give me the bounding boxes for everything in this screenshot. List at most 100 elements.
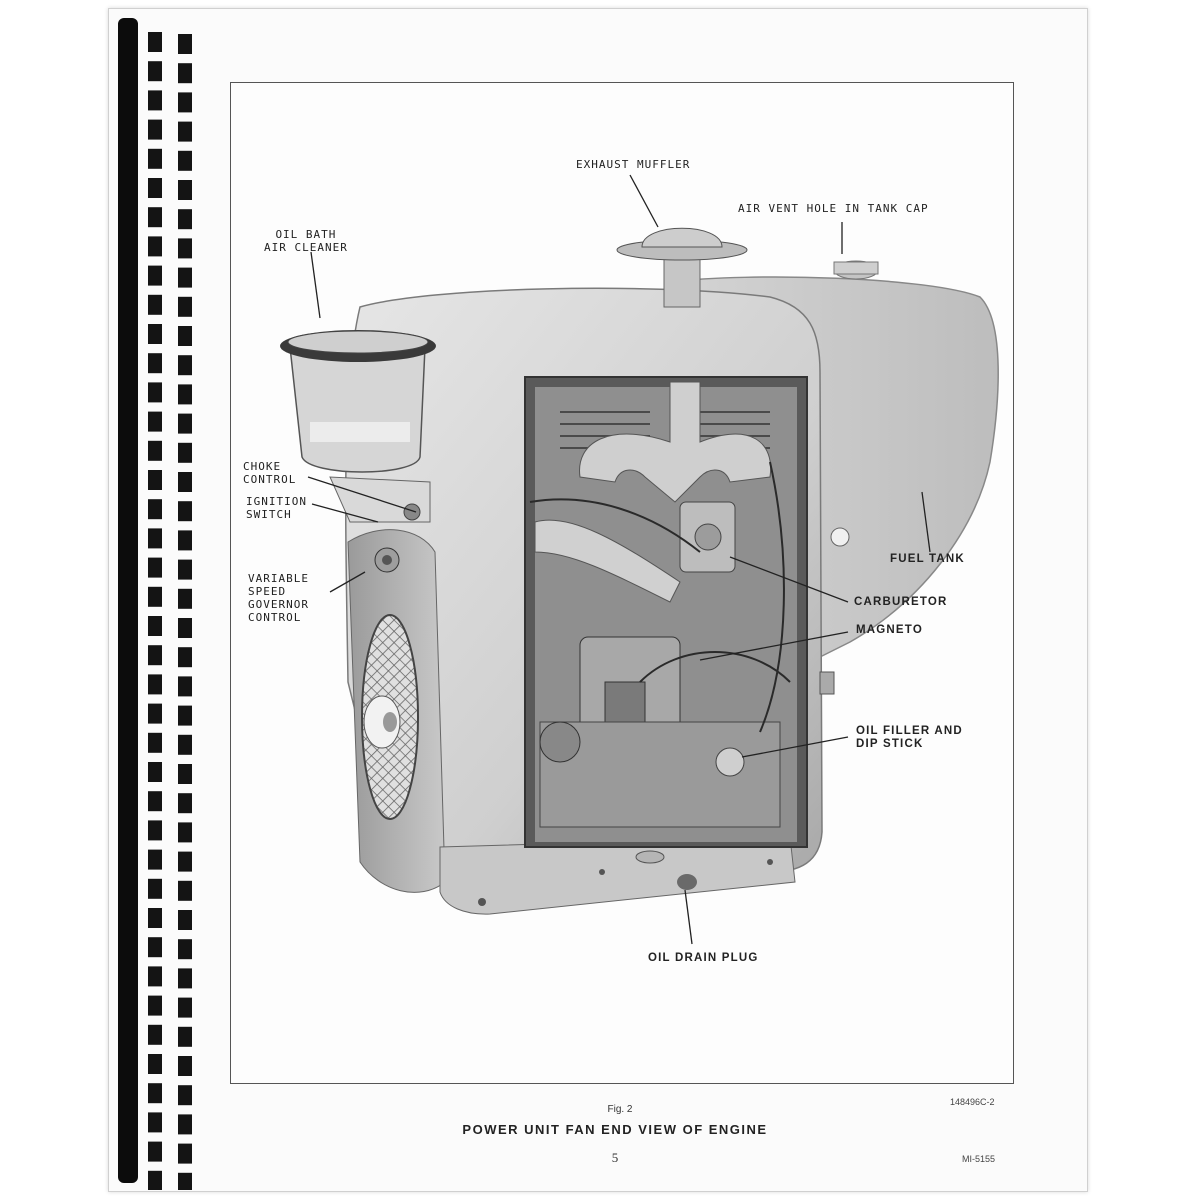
- binding-tooth: [148, 32, 162, 52]
- binding-tooth: [148, 119, 162, 140]
- callout-air-vent-hole: AIR VENT HOLE IN TANK CAP: [738, 202, 929, 215]
- binding-tooth: [178, 997, 192, 1018]
- binding-tooth: [178, 150, 192, 171]
- binding-tooth: [178, 764, 192, 784]
- binding-tooth: [148, 878, 162, 899]
- binding-tooth: [178, 939, 192, 960]
- binding-tooth: [178, 1056, 192, 1076]
- binding-tooth: [178, 34, 192, 54]
- binding-tooth: [178, 413, 192, 434]
- binding-tooth: [148, 382, 162, 403]
- figure-code: 148496C-2: [950, 1097, 995, 1107]
- engine-illustration: [280, 174, 999, 945]
- binding-tooth: [178, 92, 192, 113]
- binding-tooth: [178, 1085, 192, 1106]
- binding-tooth: [178, 355, 192, 376]
- callout-fuel-tank: FUEL TANK: [890, 553, 965, 565]
- binding-tooth: [178, 267, 192, 288]
- binding-tooth: [178, 559, 192, 580]
- binding-tooth: [148, 908, 162, 928]
- binding-tooth: [178, 384, 192, 405]
- binding-tooth: [178, 822, 192, 843]
- callout-exhaust-muffler: EXHAUST MUFFLER: [576, 158, 691, 171]
- binding-tooth: [178, 676, 192, 697]
- binding-tooth: [148, 294, 162, 315]
- figure-caption: POWER UNIT FAN END VIEW OF ENGINE: [462, 1122, 768, 1137]
- binding-tooth: [178, 588, 192, 609]
- binding-tooth: [178, 530, 192, 551]
- oil-filler-cap-shape: [715, 747, 745, 777]
- binding-tooth: [148, 236, 162, 257]
- binding-tooth: [148, 353, 162, 374]
- binding-tooth: [148, 440, 162, 461]
- binding-tooth: [178, 472, 192, 492]
- binding-tooth: [148, 1083, 162, 1104]
- binding-tooth: [148, 1054, 162, 1074]
- binding-tooth: [148, 586, 162, 607]
- binding-tooth: [178, 63, 192, 84]
- binding-tooth: [148, 674, 162, 695]
- callout-governor-control: VARIABLE SPEED GOVERNOR CONTROL: [248, 572, 309, 624]
- binding-tooth: [148, 499, 162, 520]
- binding-tooth: [148, 645, 162, 666]
- binding-tooth: [178, 296, 192, 317]
- binding-tooth: [148, 557, 162, 578]
- binding-spine: [118, 18, 138, 1183]
- binding-tooth: [148, 528, 162, 549]
- binding-tooth: [148, 937, 162, 958]
- fuel-tank-shape: [668, 276, 999, 674]
- binding-tooth: [178, 705, 192, 726]
- binding-tooth: [178, 910, 192, 930]
- binding-tooth: [148, 411, 162, 432]
- binding-tooth: [178, 121, 192, 142]
- binding-tooth: [148, 178, 162, 198]
- binding-tooth: [178, 442, 192, 463]
- binding-tooth: [178, 1026, 192, 1047]
- binding-tooth: [148, 791, 162, 812]
- binding-tooth: [148, 732, 162, 753]
- callout-oil-drain-plug: OIL DRAIN PLUG: [648, 952, 759, 964]
- binding-tooth: [148, 703, 162, 724]
- binding-tooth: [148, 966, 162, 987]
- binding-tooth: [148, 1112, 162, 1133]
- binding-tooth: [148, 90, 162, 111]
- manifold-shape: [579, 381, 772, 503]
- spiral-binding: [112, 10, 202, 1190]
- callout-carburetor: CARBURETOR: [854, 596, 948, 608]
- figure-number: Fig. 2: [607, 1104, 633, 1115]
- binding-tooth: [148, 1024, 162, 1045]
- page-number: 5: [611, 1150, 619, 1165]
- callout-ignition-switch: IGNITION SWITCH: [246, 495, 307, 521]
- binding-tooth: [148, 995, 162, 1016]
- binding-tooth: [178, 851, 192, 872]
- binding-tooth: [148, 762, 162, 782]
- binding-tooth: [178, 734, 192, 755]
- binding-tooth: [148, 470, 162, 490]
- binding-tooth: [148, 148, 162, 169]
- binding-tooth: [148, 820, 162, 841]
- binding-tooth: [148, 207, 162, 228]
- binding-tooth: [148, 849, 162, 870]
- binding-tooth: [178, 793, 192, 814]
- binding-tooth: [178, 880, 192, 901]
- callout-oil-bath-air-cleaner: OIL BATH AIR CLEANER: [264, 228, 348, 254]
- binding-tooth: [178, 238, 192, 259]
- binding-tooth: [148, 616, 162, 636]
- binding-tooth: [178, 618, 192, 638]
- binding-tooth: [178, 1114, 192, 1135]
- binding-tooth: [178, 501, 192, 522]
- binding-tooth: [148, 61, 162, 82]
- binding-tooth: [148, 1170, 162, 1190]
- callout-choke-control: CHOKE CONTROL: [243, 460, 297, 486]
- binding-tooth: [148, 265, 162, 286]
- binding-tooth: [178, 1172, 192, 1190]
- binding-tooth: [148, 324, 162, 344]
- base-skid-shape: [439, 836, 796, 915]
- binding-tooth: [178, 647, 192, 668]
- callout-magneto: MAGNETO: [856, 624, 923, 636]
- binding-tooth: [178, 326, 192, 346]
- callout-oil-filler-dip-stick: OIL FILLER AND DIP STICK: [856, 725, 963, 750]
- binding-tooth: [178, 968, 192, 989]
- binding-tooth: [178, 209, 192, 230]
- binding-tooth: [178, 180, 192, 200]
